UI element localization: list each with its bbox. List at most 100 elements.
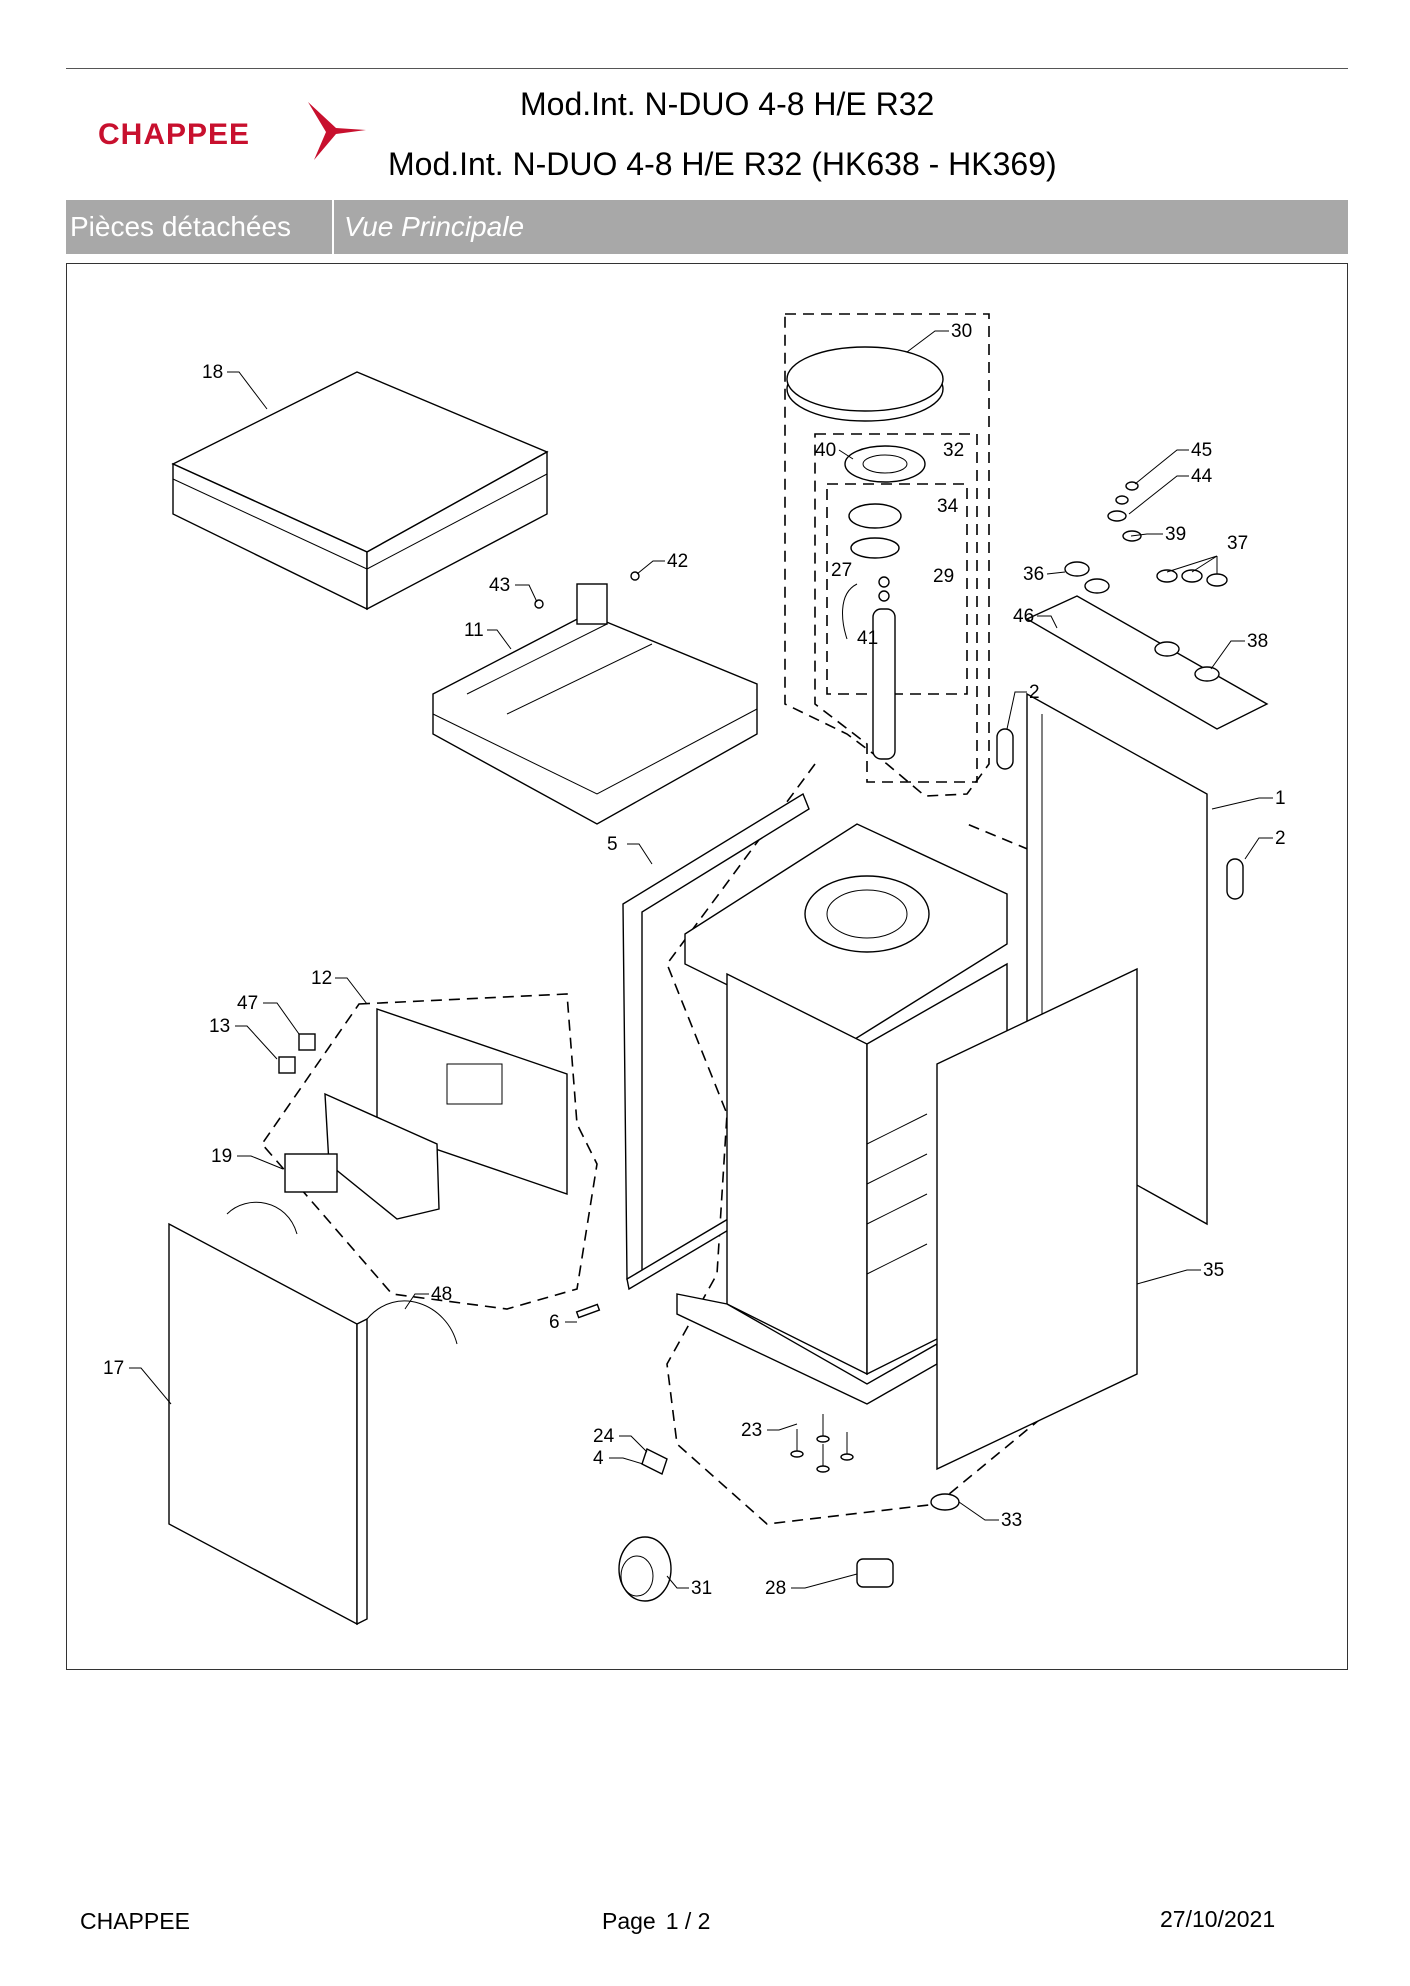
part-35-side-panel [936, 967, 1138, 1471]
part-13-switch [278, 1056, 296, 1074]
part-label: 36 [1023, 564, 1044, 585]
brand-logo: CHAPPEE [98, 100, 368, 170]
part-label: 47 [237, 993, 258, 1014]
grommets [1064, 481, 1228, 682]
label-31: 31 [666, 1575, 712, 1599]
label-13: 13 [209, 1016, 278, 1060]
section-label: Pièces détachées [66, 200, 334, 254]
part-4-bracket [641, 1448, 668, 1475]
label-43: 43 [489, 575, 538, 603]
label-5: 5 [607, 834, 653, 865]
part-label: 31 [691, 1578, 712, 1599]
part-label: 11 [464, 620, 484, 641]
label-11: 11 [464, 620, 512, 650]
label-34: 34 [937, 496, 959, 517]
part-28-valve [856, 1558, 894, 1588]
page-label: Page [602, 1908, 656, 1934]
part-label: 45 [1191, 440, 1212, 461]
label-46: 46 [1013, 606, 1058, 629]
part-label: 17 [103, 1358, 124, 1379]
view-label: Vue Principale [344, 211, 525, 242]
part-label: 2 [1029, 682, 1040, 703]
label-39: 39 [1130, 524, 1186, 545]
label-47: 47 [237, 993, 300, 1035]
part-label: 48 [431, 1284, 452, 1305]
chevron-logo-icon [308, 102, 366, 160]
part-33-washer [930, 1493, 960, 1511]
part-17-front-door [168, 1222, 358, 1626]
part-label: 40 [815, 440, 836, 461]
part-label: 41 [857, 628, 878, 649]
part-19-display [284, 1153, 338, 1193]
part-label: 28 [765, 1578, 786, 1599]
part-label: 6 [549, 1312, 560, 1333]
label-24: 24 [593, 1426, 648, 1453]
footer-date: 27/10/2021 [1160, 1906, 1276, 1932]
section-bar: Pièces détachées Vue Principale [66, 200, 1348, 254]
label-35: 35 [1136, 1260, 1224, 1285]
part-18-top-cover [171, 371, 549, 611]
part-label: 1 [1275, 788, 1286, 809]
part-label: 30 [951, 321, 972, 342]
part-label: 24 [593, 1426, 615, 1447]
part-label: 46 [1013, 606, 1034, 627]
label-23: 23 [741, 1420, 798, 1441]
part-label: 38 [1247, 631, 1268, 652]
part-label: 19 [211, 1146, 232, 1167]
part-label: 4 [593, 1448, 604, 1469]
part-12-control-panel [376, 1008, 568, 1195]
part-label: 35 [1203, 1260, 1224, 1281]
part-48-cable [366, 1300, 458, 1345]
label-37: 37 [1166, 533, 1248, 574]
label-12: 12 [311, 968, 368, 1005]
exploded-parts-diagram: 18 43 11 42 30 40 32 34 27 29 41 45 44 3… [103, 313, 1286, 1626]
part-31-coupling [618, 1536, 672, 1602]
part-label: 34 [937, 496, 959, 517]
label-42: 42 [636, 551, 688, 575]
part-6-pin [575, 1303, 601, 1319]
part-34-oring [850, 537, 900, 559]
label-38: 38 [1210, 631, 1268, 670]
label-18: 18 [202, 362, 268, 410]
top-rule [66, 68, 1348, 69]
control-panel-dashed-outline [260, 993, 598, 1310]
footer-pagination: Page 1 / 2 [602, 1908, 710, 1935]
part-47-switch [298, 1033, 316, 1051]
part-label: 33 [1001, 1510, 1022, 1531]
part-40-gasket [844, 445, 926, 483]
part-label: 27 [831, 560, 852, 581]
part-11-chassis [432, 583, 758, 825]
part-label: 39 [1165, 524, 1186, 545]
part-label: 42 [667, 551, 688, 572]
part-27-sensor-cable [842, 583, 858, 640]
part-label: 44 [1191, 466, 1213, 487]
part-2-clip [996, 728, 1014, 770]
part-label: 18 [202, 362, 223, 383]
label-1: 1 [1211, 788, 1286, 810]
label-28: 28 [765, 1573, 858, 1599]
page-number: 1 / 2 [665, 1908, 711, 1934]
footer-company: CHAPPEE [80, 1908, 190, 1934]
part-label: 12 [311, 968, 332, 989]
part-12-display-cover [324, 1092, 440, 1220]
burner-assembly-dashed-outline [814, 433, 978, 783]
label-40: 40 [815, 440, 854, 461]
part-19-cable [226, 1201, 298, 1235]
label-17: 17 [103, 1358, 172, 1405]
label-27: 27 [831, 560, 852, 581]
part-label: 2 [1275, 828, 1286, 849]
label-2b: 2 [1244, 828, 1286, 860]
exploded-view-frame: 18 43 11 42 30 40 32 34 27 29 41 45 44 3… [66, 263, 1348, 1670]
part-34-ring [848, 503, 902, 529]
part-label: 23 [741, 1420, 762, 1441]
label-4: 4 [593, 1448, 644, 1469]
label-36: 36 [1023, 564, 1066, 585]
label-41: 41 [857, 628, 878, 649]
label-2a: 2 [1006, 682, 1040, 730]
label-33: 33 [958, 1501, 1022, 1531]
part-label: 32 [943, 440, 964, 461]
label-44: 44 [1128, 466, 1213, 515]
ring-assembly-dashed-outline [826, 483, 968, 695]
part-41-rod [872, 608, 896, 760]
label-48: 48 [404, 1284, 452, 1310]
